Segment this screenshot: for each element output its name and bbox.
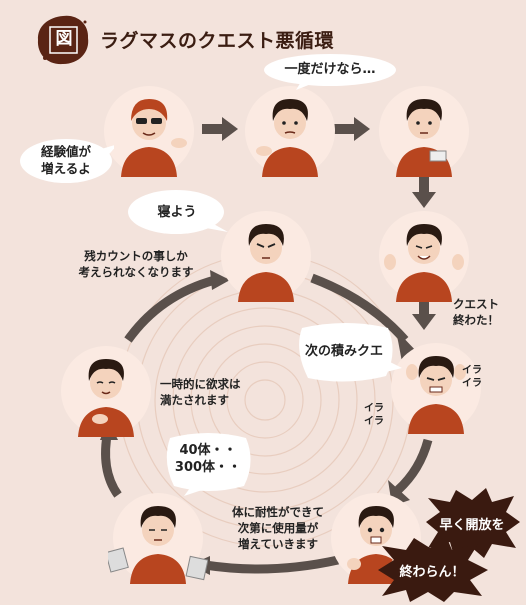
- person-hesitant-figure: [245, 86, 335, 177]
- caption-quest-done: クエスト 終わた！: [453, 297, 499, 327]
- burst-hurry-text: 早く開放を: [439, 518, 505, 533]
- person-satisfied-figure: [61, 346, 151, 437]
- person-holding-item-figure: [379, 86, 469, 177]
- speech-bubble-middle: [264, 54, 396, 90]
- person-tolerance-figure: [108, 493, 208, 584]
- speech-bubble-next-quest: [299, 323, 402, 382]
- burst-not-ending-text: 終わらん！: [399, 565, 465, 580]
- burst-shape-top: [426, 488, 520, 558]
- person-irritated-figure: [391, 343, 481, 434]
- title-badge-label: 図: [55, 29, 73, 49]
- burst-shape-bottom: [378, 536, 488, 602]
- caption-tolerance-increase: 体に耐性ができて 次第に使用量が 増えていきます: [232, 505, 324, 551]
- person-serious-figure: [221, 211, 311, 302]
- page-title: ラグマスのクエスト悪循環: [100, 30, 335, 52]
- bubble-sleep-text: 寝よう: [157, 205, 197, 220]
- speech-bubble-left: [20, 139, 114, 183]
- bubble-counts-text: 40体・・ 300体・・: [174, 443, 242, 475]
- bubble-exp-text: 経験値が 増えるよ: [40, 144, 91, 176]
- caption-desire-satisfied: 一時的に欲求は 満たされます: [160, 377, 241, 407]
- title-badge-splash: [37, 15, 89, 65]
- irritation-label-right: イラ イラ: [462, 365, 482, 389]
- caption-only-think-remaining: 残カウントの事しか 考えられなくなります: [78, 249, 194, 279]
- irritation-label-left: イラ イラ: [364, 403, 384, 427]
- bubble-only-once-text: 一度だけなら…: [284, 62, 376, 77]
- person-cheering-figure: [379, 211, 469, 302]
- bubble-next-quest-text: 次の積みクエ: [304, 344, 383, 359]
- speech-bubble-counts: [166, 433, 251, 496]
- speech-bubble-sleep: [128, 190, 228, 234]
- person-sunglasses-figure: [104, 86, 194, 177]
